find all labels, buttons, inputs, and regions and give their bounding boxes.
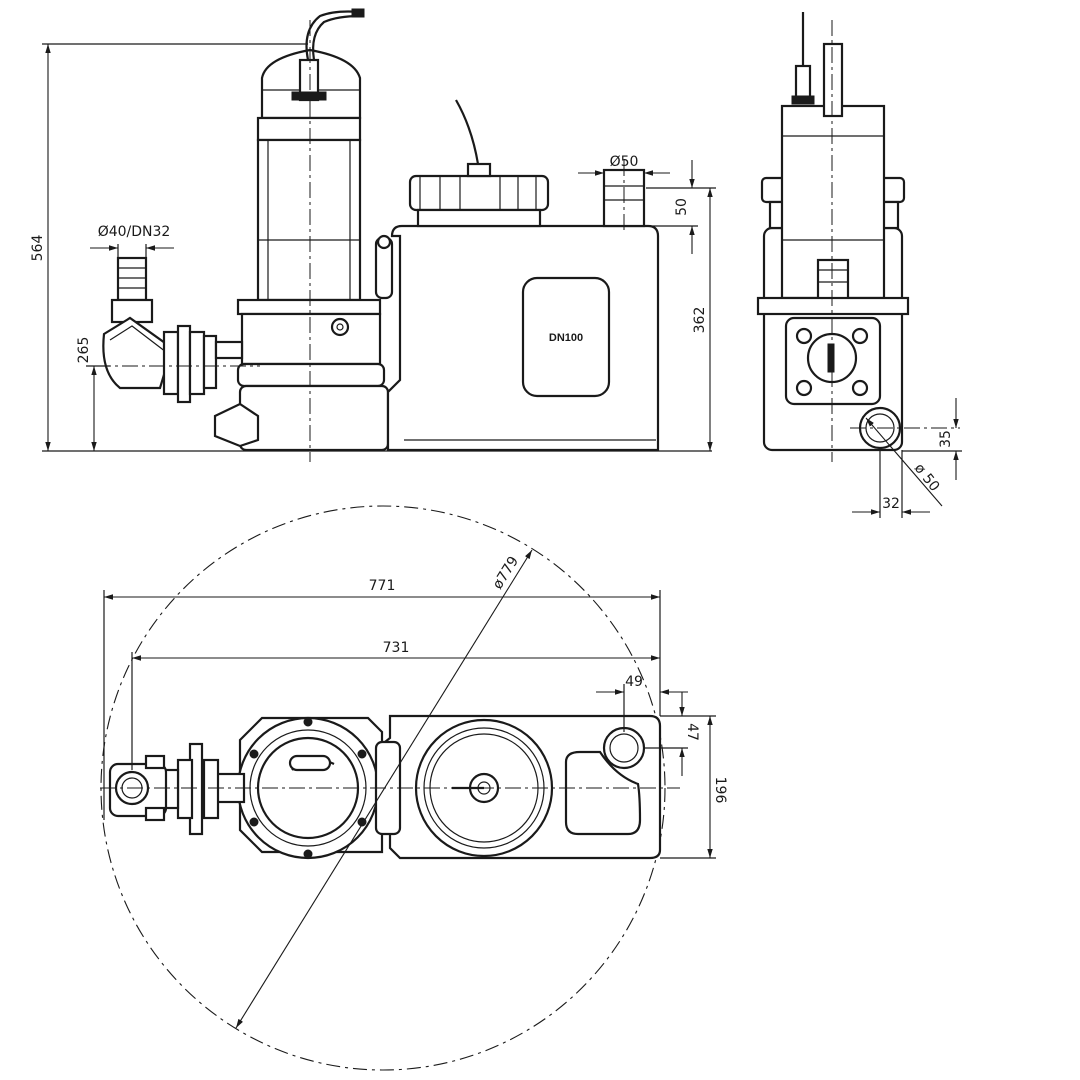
top-view: 771 731 ø779 49 47 196 [100,505,728,1071]
dim-32-text: 32 [882,496,900,512]
dim-35-text: 35 [938,430,954,448]
inlet-elbow [95,256,260,404]
dim-47-text: 47 [684,723,700,741]
pump-motor [213,8,390,462]
dim-inlet-height: 265 [76,337,110,451]
dim-vent-size-text: ø 50 [911,461,943,495]
dim-height-total: 564 [30,43,308,451]
dim-49-text: 49 [625,674,643,690]
dim-265-text: 265 [76,337,92,364]
side-view: DN100 564 [30,8,716,462]
dim-731-text: 731 [383,640,410,656]
dim-564-text: 564 [30,235,46,262]
dim-inlet-size-text: Ø40/DN32 [98,224,171,240]
dim-outlet-size: Ø50 [578,154,670,176]
end-view: 35 ø 50 32 [756,12,962,518]
tank-body: DN100 [374,99,660,452]
dim-362-text: 362 [692,307,708,334]
dim-inlet-size: Ø40/DN32 [90,224,174,258]
dim-50-text: 50 [674,198,690,216]
dim-771-text: 771 [369,578,396,594]
dim-196-text: 196 [712,777,728,804]
tank-label: DN100 [549,332,583,344]
dim-tank-height: 50 362 [646,160,716,451]
dim-outlet-size-text: Ø50 [610,154,639,170]
